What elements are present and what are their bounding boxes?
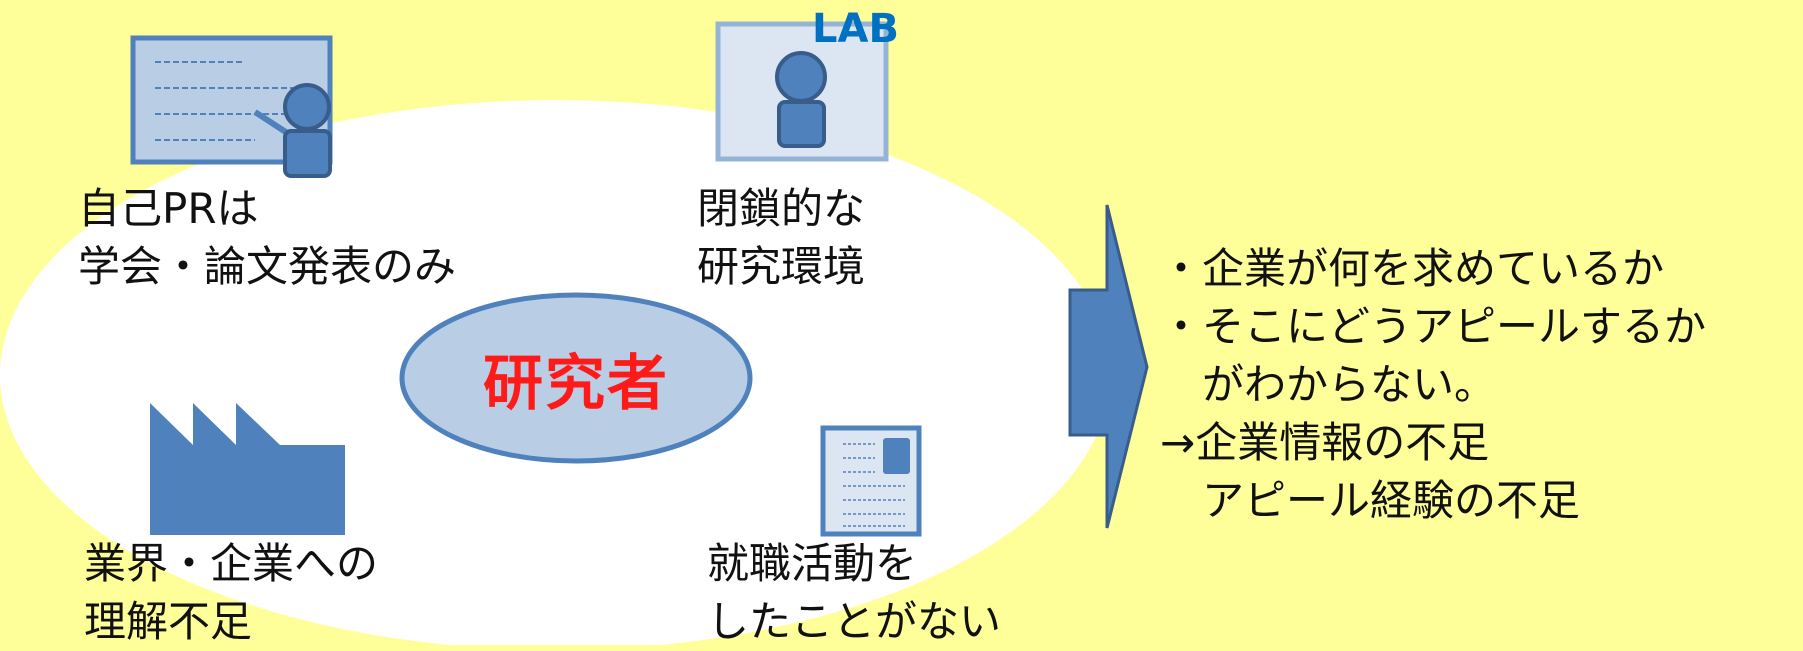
closed-environment-line2: 研究環境 [697, 242, 866, 291]
self-pr-line1: 自己PRは [78, 184, 259, 233]
self-pr-label: 自己PRは 学会・論文発表のみ [78, 180, 456, 296]
job-hunting-line2: したことがない [707, 597, 1002, 646]
lab-icon [715, 21, 889, 162]
conclusion-line: →企業情報の不足 [1160, 418, 1490, 467]
lab-label: LAB [812, 6, 899, 52]
job-hunting-label: 就職活動を したことがない [707, 535, 1001, 651]
self-pr-line2: 学会・論文発表のみ [78, 242, 457, 291]
industry-understanding-line2: 理解不足 [84, 597, 253, 646]
researcher-label: 研究者 [483, 348, 669, 419]
researcher-ellipse [399, 292, 753, 464]
conclusion-line: ・企業が何を求めているか [1160, 244, 1665, 293]
conclusion-text: ・企業が何を求めているか ・そこにどうアピールするか がわからない。 →企業情報… [1160, 240, 1706, 530]
closed-environment-line1: 閉鎖的な [697, 184, 866, 233]
conclusion-line: がわからない。 [1160, 360, 1497, 409]
factory-icon [150, 403, 345, 535]
result-arrow [1068, 204, 1149, 529]
conclusion-line: ・そこにどうアピールするか [1160, 302, 1707, 351]
conclusion-line: アピール経験の不足 [1160, 476, 1581, 525]
presentation-icon [130, 35, 333, 178]
industry-understanding-label: 業界・企業への 理解不足 [84, 535, 378, 651]
job-hunting-line1: 就職活動を [707, 539, 918, 588]
closed-environment-label: 閉鎖的な 研究環境 [697, 180, 865, 296]
industry-understanding-line1: 業界・企業への [84, 539, 379, 588]
resume-icon [820, 425, 922, 537]
